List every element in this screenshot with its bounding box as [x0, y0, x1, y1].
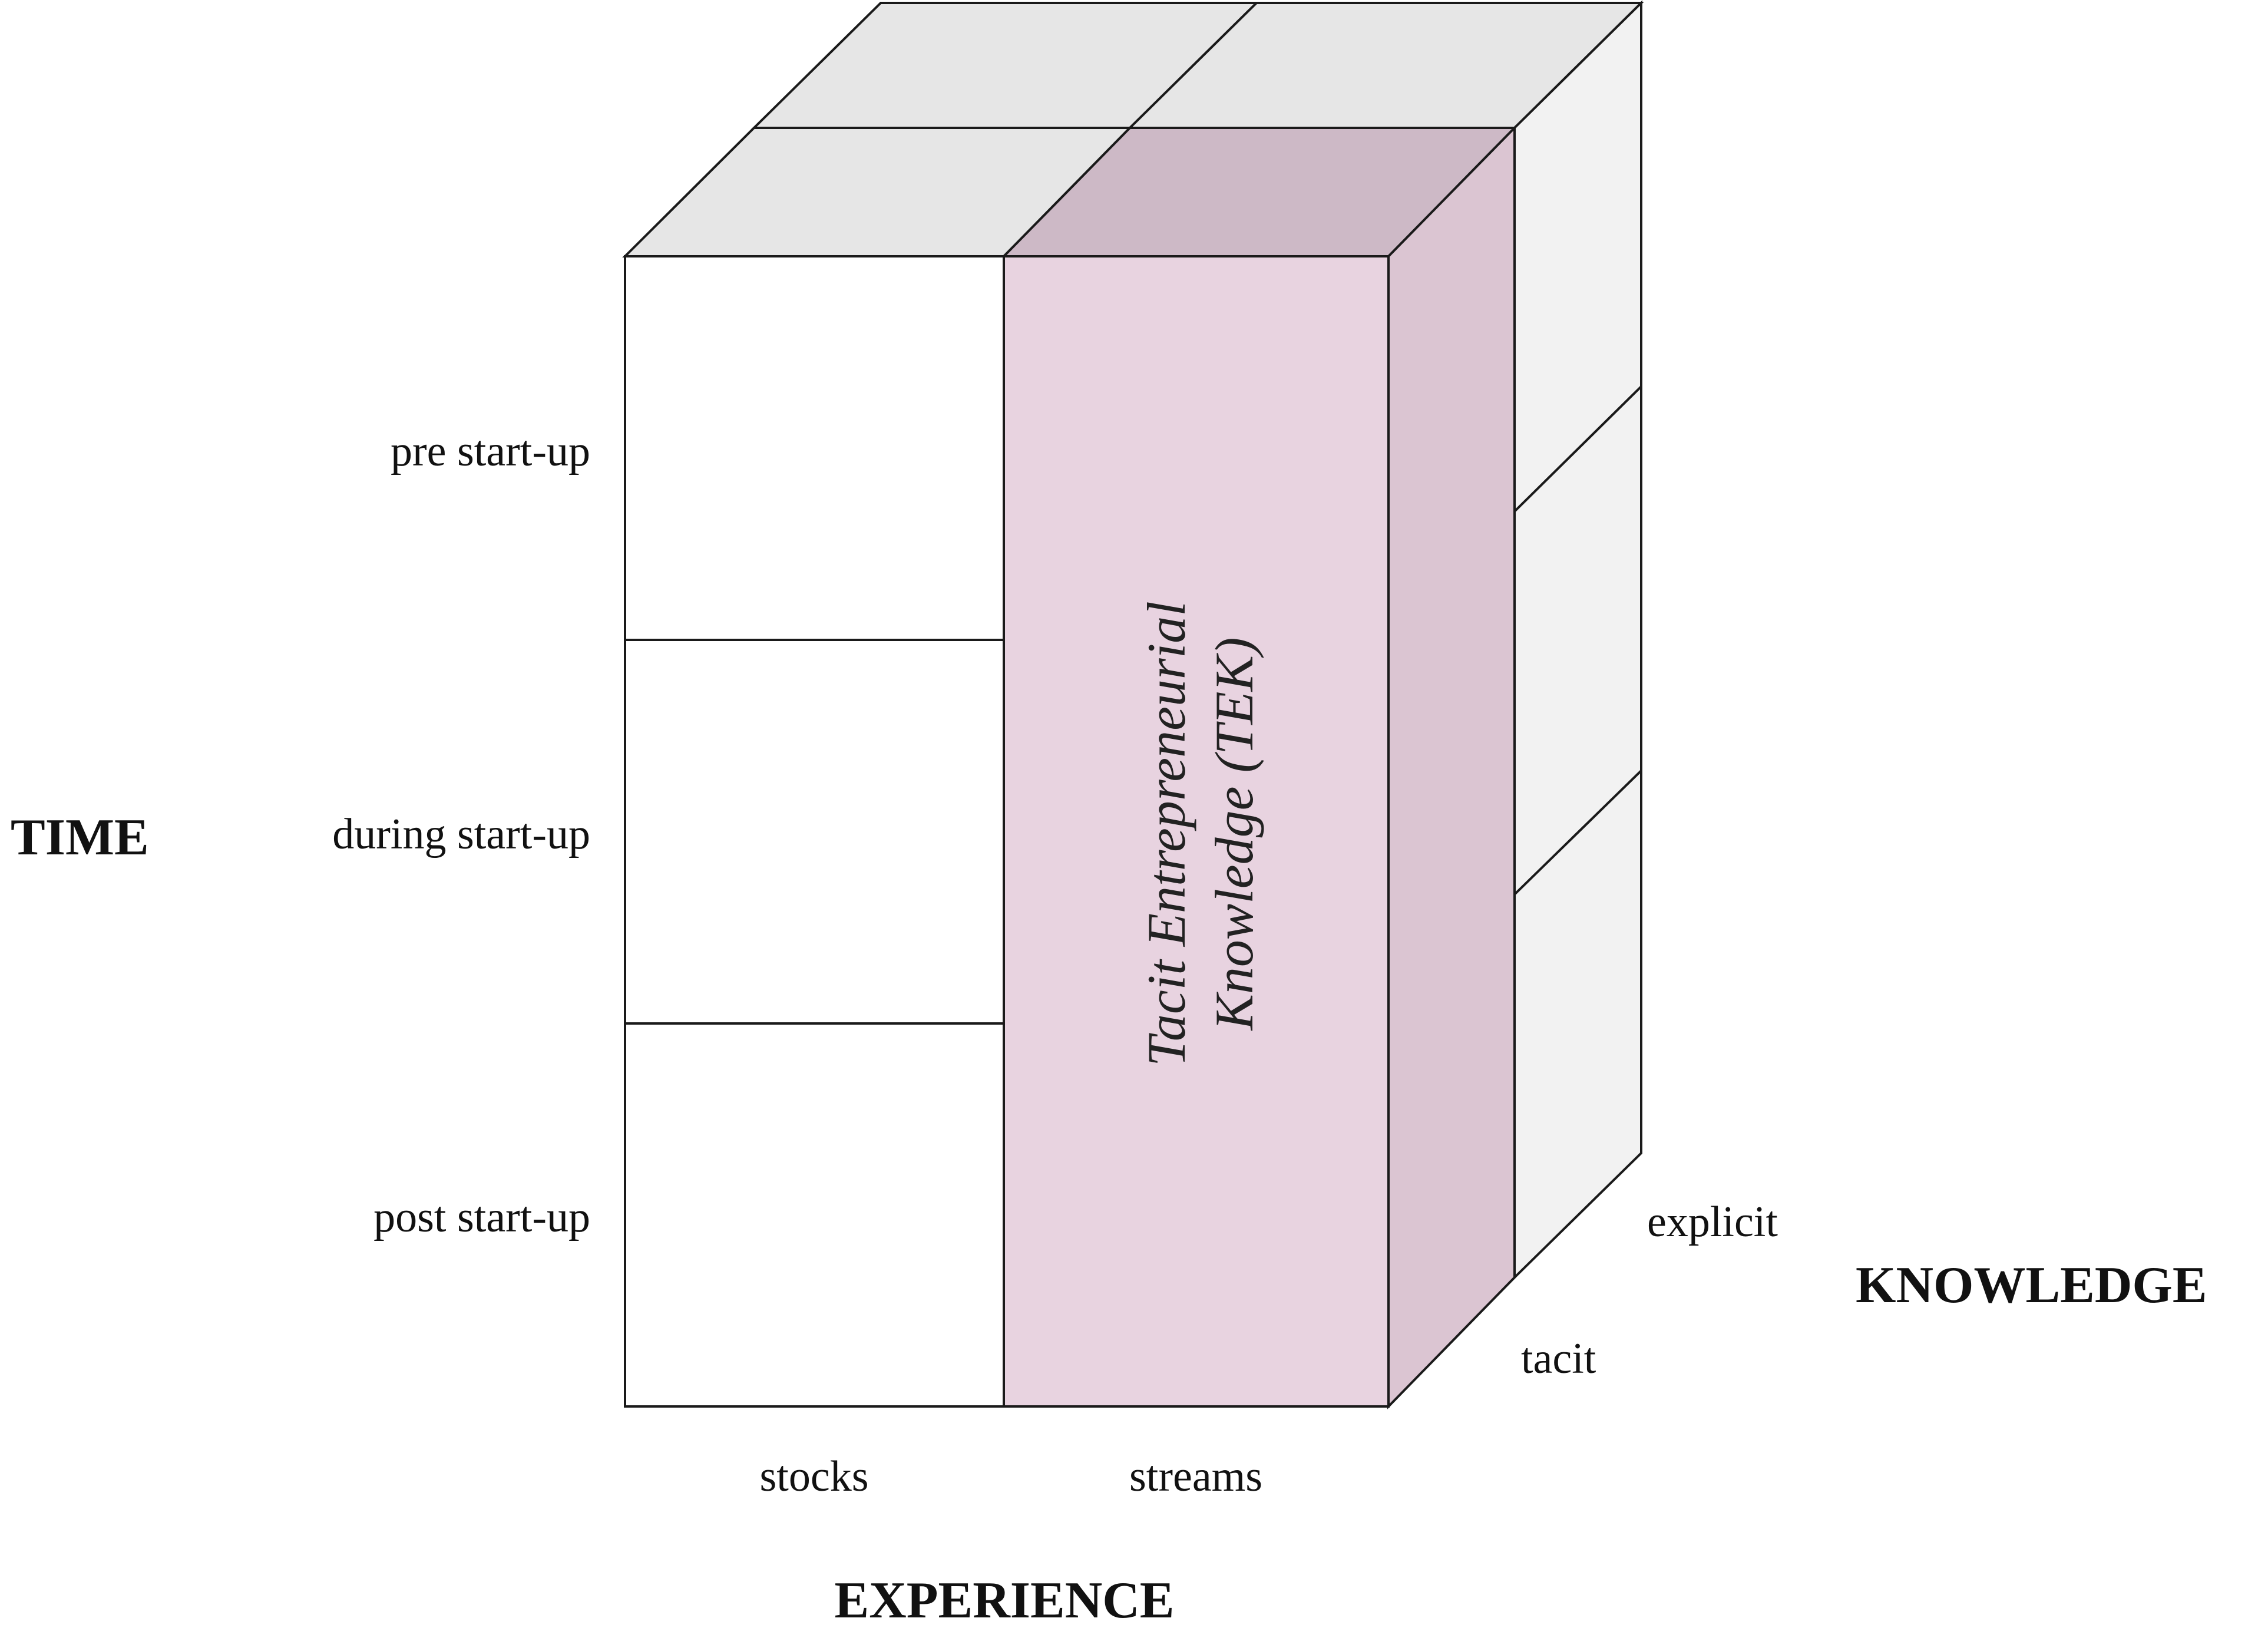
- tek-label-line2: Knowledge (TEK): [1204, 638, 1264, 1032]
- knowledge-axis-title: KNOWLEDGE: [1856, 1257, 2207, 1314]
- front-cell-streams-tek: [1003, 255, 1390, 1408]
- side-cell-tacit: [1387, 125, 1516, 1409]
- time-axis-title: TIME: [11, 809, 149, 866]
- front-cell-stocks-post: [624, 1022, 1005, 1408]
- time-level-post: post start-up: [373, 1193, 590, 1241]
- front-cell-stocks-during: [624, 639, 1005, 1025]
- tek-label-line1: Tacit Entrepreneurial: [1136, 601, 1196, 1066]
- front-cell-stocks-pre: [624, 255, 1005, 641]
- side-cell-explicit-post: [1513, 768, 1642, 1280]
- experience-level-streams: streams: [1129, 1452, 1262, 1501]
- experience-level-stocks: stocks: [760, 1452, 869, 1501]
- knowledge-level-explicit: explicit: [1647, 1198, 1778, 1246]
- experience-axis-title: EXPERIENCE: [835, 1572, 1175, 1628]
- knowledge-level-tacit: tacit: [1521, 1335, 1596, 1383]
- time-level-pre: pre start-up: [391, 427, 590, 475]
- time-level-during: during start-up: [332, 810, 590, 858]
